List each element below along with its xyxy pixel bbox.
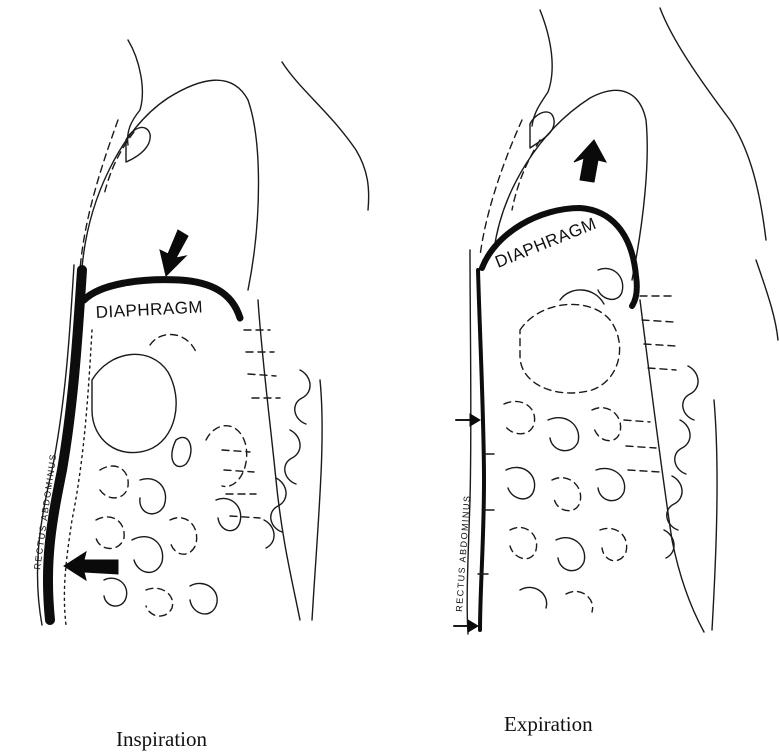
expiration-spine — [624, 296, 717, 632]
expiration-back-lower — [756, 260, 778, 340]
inspiration-sternum — [126, 127, 150, 162]
expiration-viscera — [504, 268, 627, 612]
expiration-rectus-outer — [467, 250, 471, 634]
expiration-upward-arrow — [574, 140, 606, 182]
inspiration-diaphragm-label: DIAPHRAGM — [95, 297, 203, 322]
inspiration-caption: Inspiration — [116, 727, 207, 751]
expiration-back-outline — [660, 8, 766, 240]
inspiration-back-outline — [282, 62, 369, 210]
expiration-chest-wall — [480, 120, 522, 256]
expiration-rectus-label: RECTUS ABDOMINUS — [454, 494, 472, 612]
inspiration-horizontal-arrow — [64, 552, 118, 580]
expiration-diaphragm-label: DIAPHRAGM — [492, 214, 599, 272]
expiration-rectus-band — [478, 270, 484, 630]
inspiration-panel: DIAPHRAGM RECTUS ABDOMINUS — [32, 40, 369, 625]
expiration-caption: Expiration — [504, 712, 593, 736]
inspiration-downward-arrow — [160, 230, 188, 276]
inspiration-rib-line — [104, 132, 134, 195]
expiration-panel: DIAPHRAGM RECTUS ABDOMINUS — [454, 8, 778, 634]
inspiration-spine — [222, 300, 322, 620]
expiration-neck-outline — [532, 10, 552, 126]
